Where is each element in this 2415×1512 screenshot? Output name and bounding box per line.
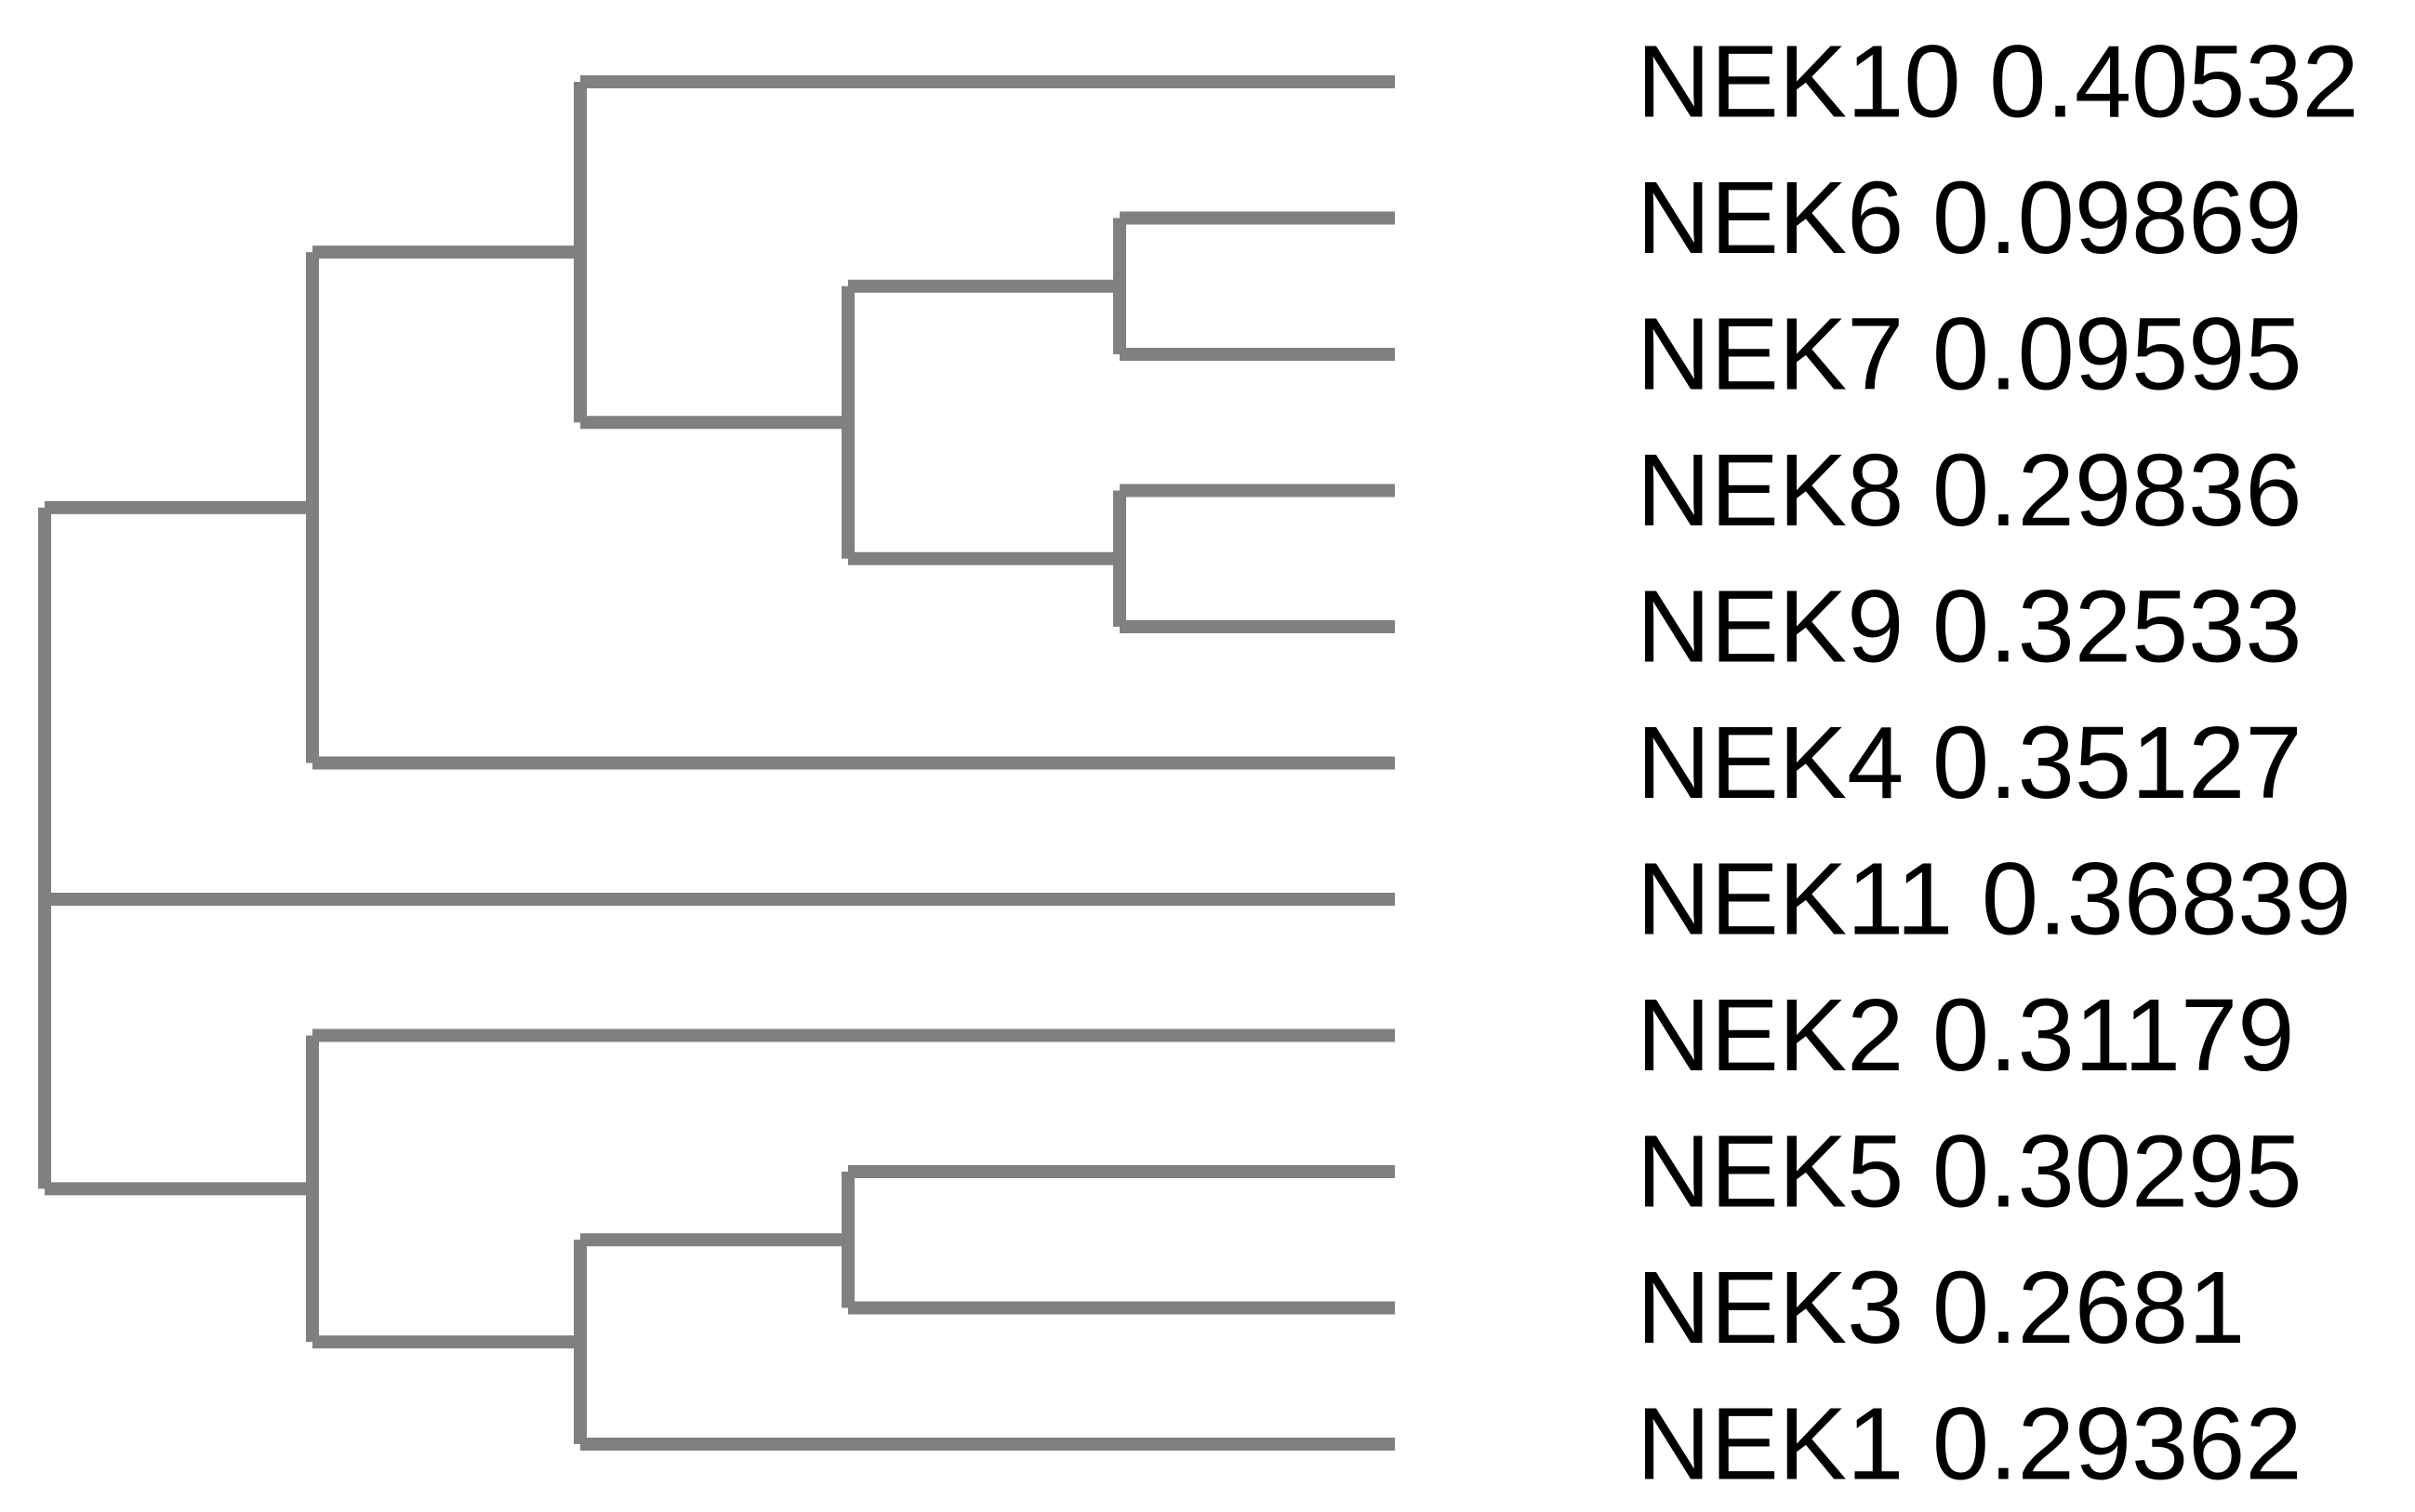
dendrogram-branches — [38, 75, 1395, 1451]
leaf-label-nek6: NEK6 0.09869 — [1637, 161, 2302, 275]
leaf-label-nek8: NEK8 0.29836 — [1637, 433, 2302, 548]
leaf-label-nek1: NEK1 0.29362 — [1637, 1387, 2302, 1502]
leaf-label-nek10: NEK10 0.40532 — [1637, 25, 2359, 139]
leaf-label-nek5: NEK5 0.30295 — [1637, 1115, 2302, 1229]
leaf-label-nek4: NEK4 0.35127 — [1637, 706, 2302, 820]
leaf-label-nek11: NEK11 0.36839 — [1637, 842, 2352, 957]
leaf-label-nek7: NEK7 0.09595 — [1637, 298, 2302, 412]
leaf-label-nek3: NEK3 0.2681 — [1637, 1251, 2245, 1365]
leaf-label-nek9: NEK9 0.32533 — [1637, 570, 2302, 684]
leaf-label-nek2: NEK2 0.31179 — [1637, 978, 2294, 1093]
leaf-labels: NEK10 0.40532 NEK6 0.09869 NEK7 0.09595 … — [1637, 25, 2359, 1502]
